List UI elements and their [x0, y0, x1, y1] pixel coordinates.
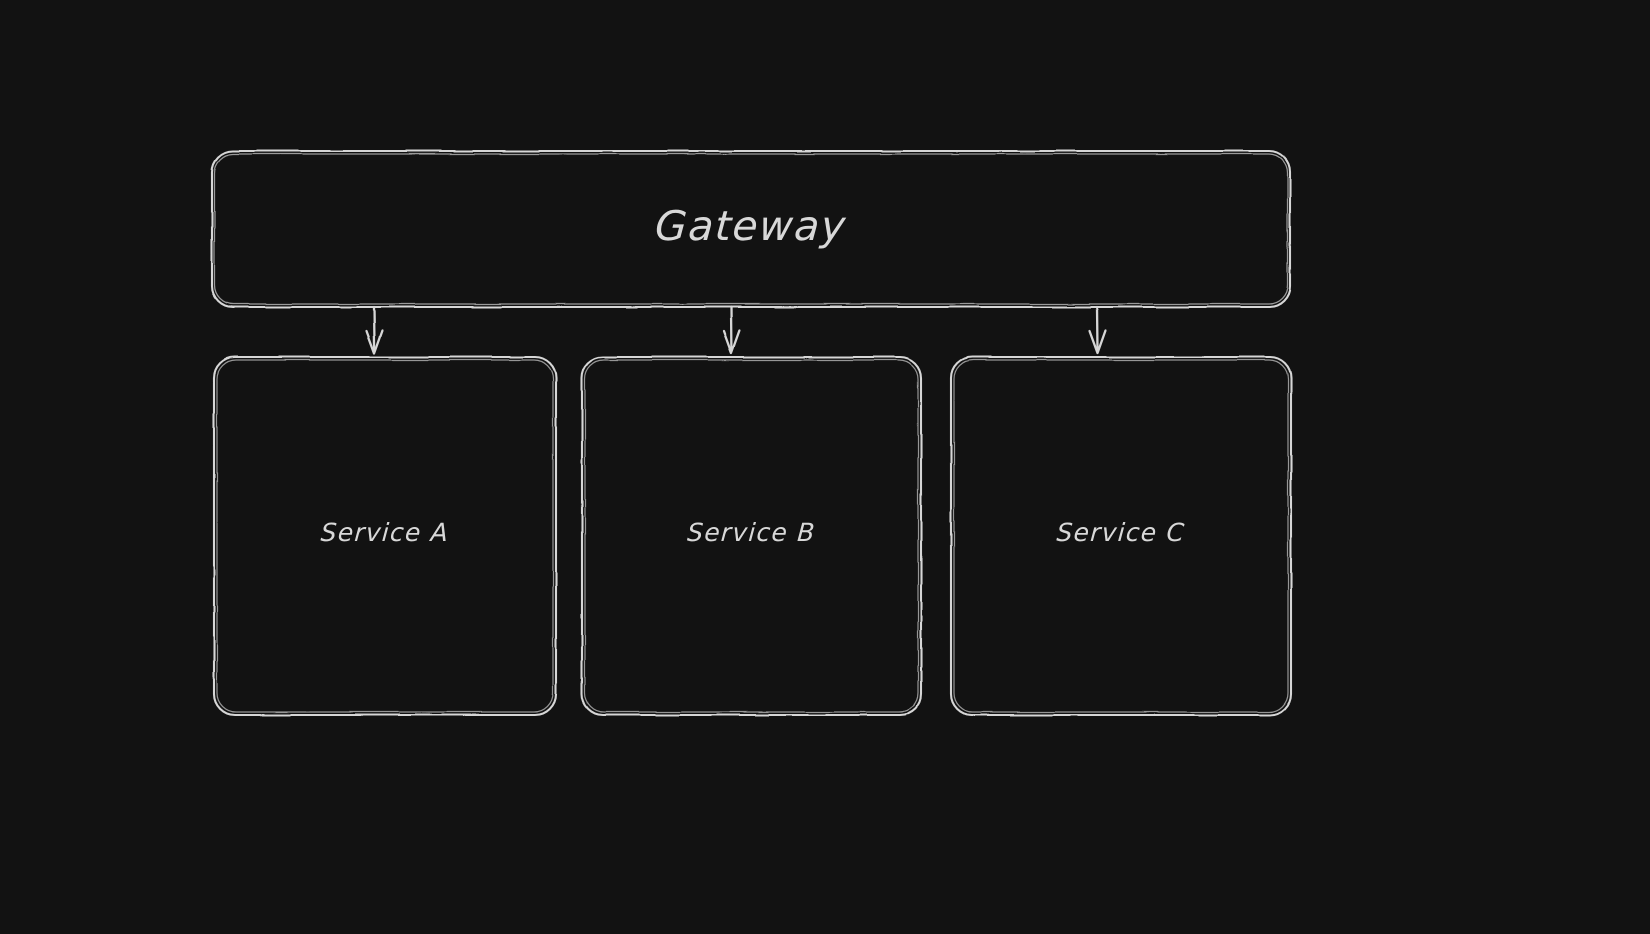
- edge-gateway-to-service-b[interactable]: [722, 305, 741, 355]
- service-b-node-outline[interactable]: [580, 355, 923, 717]
- service-a-node-outline[interactable]: [212, 355, 558, 717]
- edge-gateway-to-service-a[interactable]: [365, 305, 384, 355]
- edge-gateway-to-service-c[interactable]: [1088, 305, 1107, 355]
- service-c-node-outline[interactable]: [949, 355, 1293, 717]
- gateway-node-outline[interactable]: [210, 149, 1292, 309]
